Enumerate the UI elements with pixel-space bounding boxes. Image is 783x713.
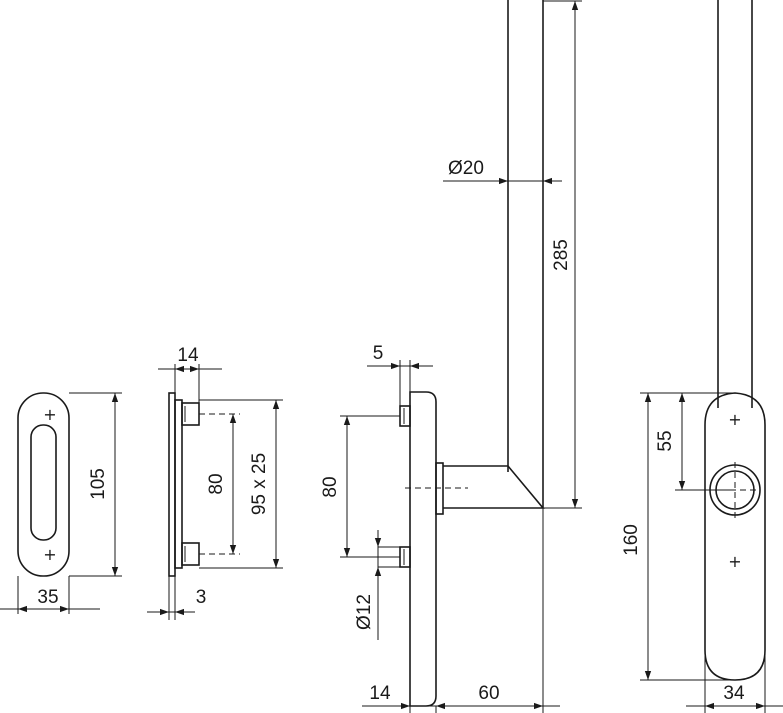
pin-diameter-label: Ø12 (354, 594, 375, 630)
screw-mark-top: + (43, 405, 56, 424)
handle-base-plate (409, 391, 437, 707)
oval-height-label: 105 (88, 468, 109, 500)
plate-front-view: + + 55 160 34 (621, 0, 783, 713)
plate-width-label: 34 (723, 683, 745, 704)
handle-stud-bottom (399, 546, 411, 568)
side-hole-spacing-label: 80 (320, 476, 341, 497)
handle-neck (443, 465, 545, 509)
rose-base-plate (168, 392, 176, 577)
handle-stud-top (399, 405, 411, 427)
plate-height-label: 160 (621, 524, 642, 556)
rose-body (174, 399, 183, 569)
rose-base-label: 3 (196, 587, 207, 608)
plate-spindle-offset-label: 55 (655, 430, 676, 451)
stub-offset-label: 5 (373, 343, 384, 364)
oval-rose-front-view: + + 105 35 (0, 392, 122, 614)
rose-hole-spacing-label: 80 (206, 473, 227, 494)
oval-width-label: 35 (37, 587, 58, 608)
side-base-thickness-label: 14 (369, 683, 391, 704)
screw-mark-bottom: + (43, 545, 56, 564)
handle-side-view: 5 80 Ø12 Ø20 285 14 60 (320, 0, 582, 713)
handle-length-label: 285 (551, 239, 572, 271)
front-plate-outline (704, 392, 766, 681)
oval-rose-outline (17, 392, 70, 577)
front-screw-mark-bottom: + (728, 552, 741, 571)
rose-side-section-view: 14 80 95 x 25 3 (147, 345, 283, 620)
rose-thickness-label: 14 (177, 345, 199, 366)
rose-cutout-label: 95 x 25 (249, 453, 270, 515)
handle-reach-label: 60 (478, 683, 499, 704)
oval-rose-slot (30, 424, 57, 541)
handle-diameter-label: Ø20 (448, 158, 484, 179)
front-screw-mark-top: + (728, 410, 741, 429)
